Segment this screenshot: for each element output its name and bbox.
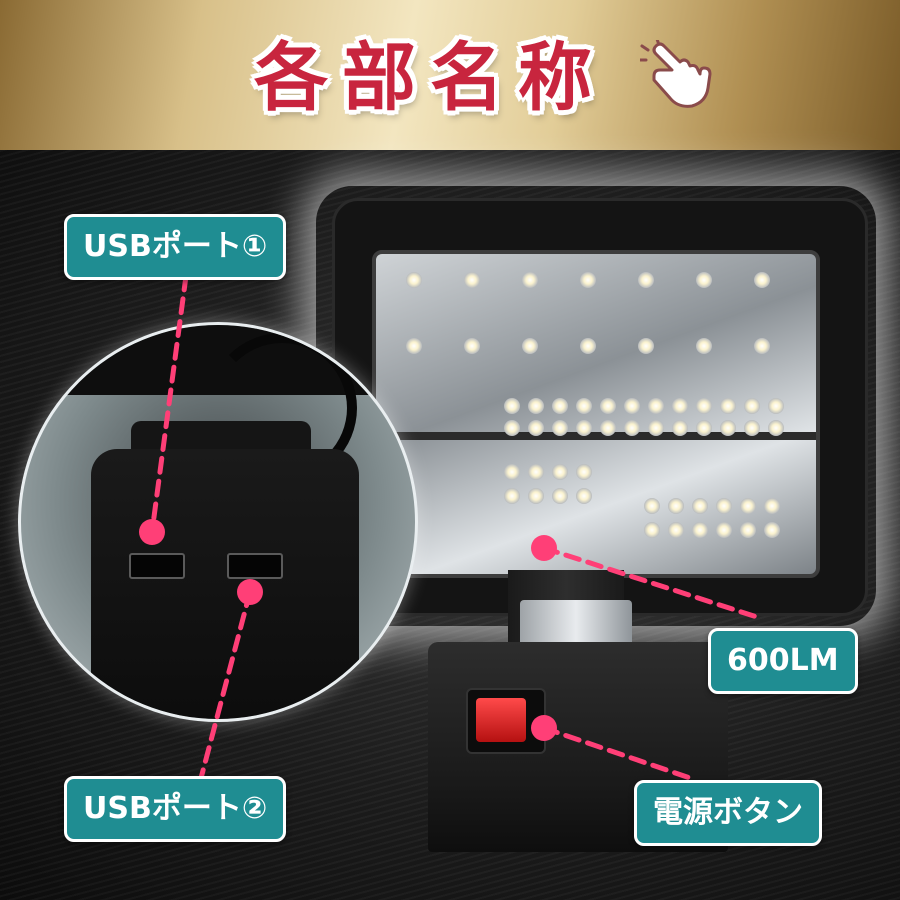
led-icon [764,498,780,514]
led-icon [740,498,756,514]
led-icon [768,420,784,436]
led-icon [668,522,684,538]
page-title: 各部名称 [254,35,606,121]
usb-port-2-icon [227,553,283,579]
led-icon [644,498,660,514]
led-icon [716,522,732,538]
led-icon [744,398,760,414]
led-icon [528,464,544,480]
led-icon [600,398,616,414]
pointer-line-lumens [541,545,763,621]
cable [207,333,357,483]
led-icon [576,464,592,480]
led-icon [648,420,664,436]
led-icon [668,498,684,514]
led-icon [624,420,640,436]
header-band: 各部名称 [0,0,900,150]
led-icon [764,522,780,538]
led-icon [464,272,480,288]
led-icon [624,398,640,414]
usb-detail-zoom [18,322,418,722]
led-icon [672,420,688,436]
led-icon [504,420,520,436]
led-icon [552,488,568,504]
led-icon [552,398,568,414]
led-icon [692,522,708,538]
led-icon [522,272,538,288]
pointer-dot-usb2 [237,579,263,605]
led-icon [744,420,760,436]
led-icon [720,398,736,414]
led-icon [692,498,708,514]
led-array [394,268,798,568]
led-icon [528,398,544,414]
panel-divider [376,432,816,440]
label-usb-port-2: USBポート② [64,776,287,842]
zoom-adapter-body [91,449,359,719]
label-power-button: 電源ボタン [634,780,822,846]
power-switch-icon [476,698,526,742]
led-icon [696,338,712,354]
led-icon [720,420,736,436]
led-icon [696,272,712,288]
pointer-dot-power [531,715,557,741]
led-icon [504,398,520,414]
led-icon [576,488,592,504]
led-icon [754,272,770,288]
pointing-hand-icon [640,40,712,108]
led-icon [580,338,596,354]
led-icon [696,398,712,414]
led-icon [522,338,538,354]
led-icon [696,420,712,436]
led-icon [552,420,568,436]
label-lumens: 600LM [708,628,858,694]
led-icon [528,420,544,436]
led-icon [638,272,654,288]
led-icon [576,420,592,436]
pointer-line-power [541,725,693,781]
led-icon [672,398,688,414]
led-icon [528,488,544,504]
usb-port-1-icon [129,553,185,579]
led-icon [504,464,520,480]
led-icon [740,522,756,538]
pointer-line-usb1 [149,273,189,535]
led-icon [552,464,568,480]
led-icon [716,498,732,514]
led-icon [464,338,480,354]
led-icon [638,338,654,354]
pointer-dot-lumens [531,535,557,561]
label-usb-port-1: USBポート① [64,214,287,280]
led-icon [600,420,616,436]
led-icon [754,338,770,354]
led-icon [580,272,596,288]
led-icon [648,398,664,414]
led-icon [644,522,660,538]
pointer-line-usb2 [197,589,253,785]
pointer-dot-usb1 [139,519,165,545]
led-icon [576,398,592,414]
led-icon [406,272,422,288]
led-icon [768,398,784,414]
led-icon [504,488,520,504]
